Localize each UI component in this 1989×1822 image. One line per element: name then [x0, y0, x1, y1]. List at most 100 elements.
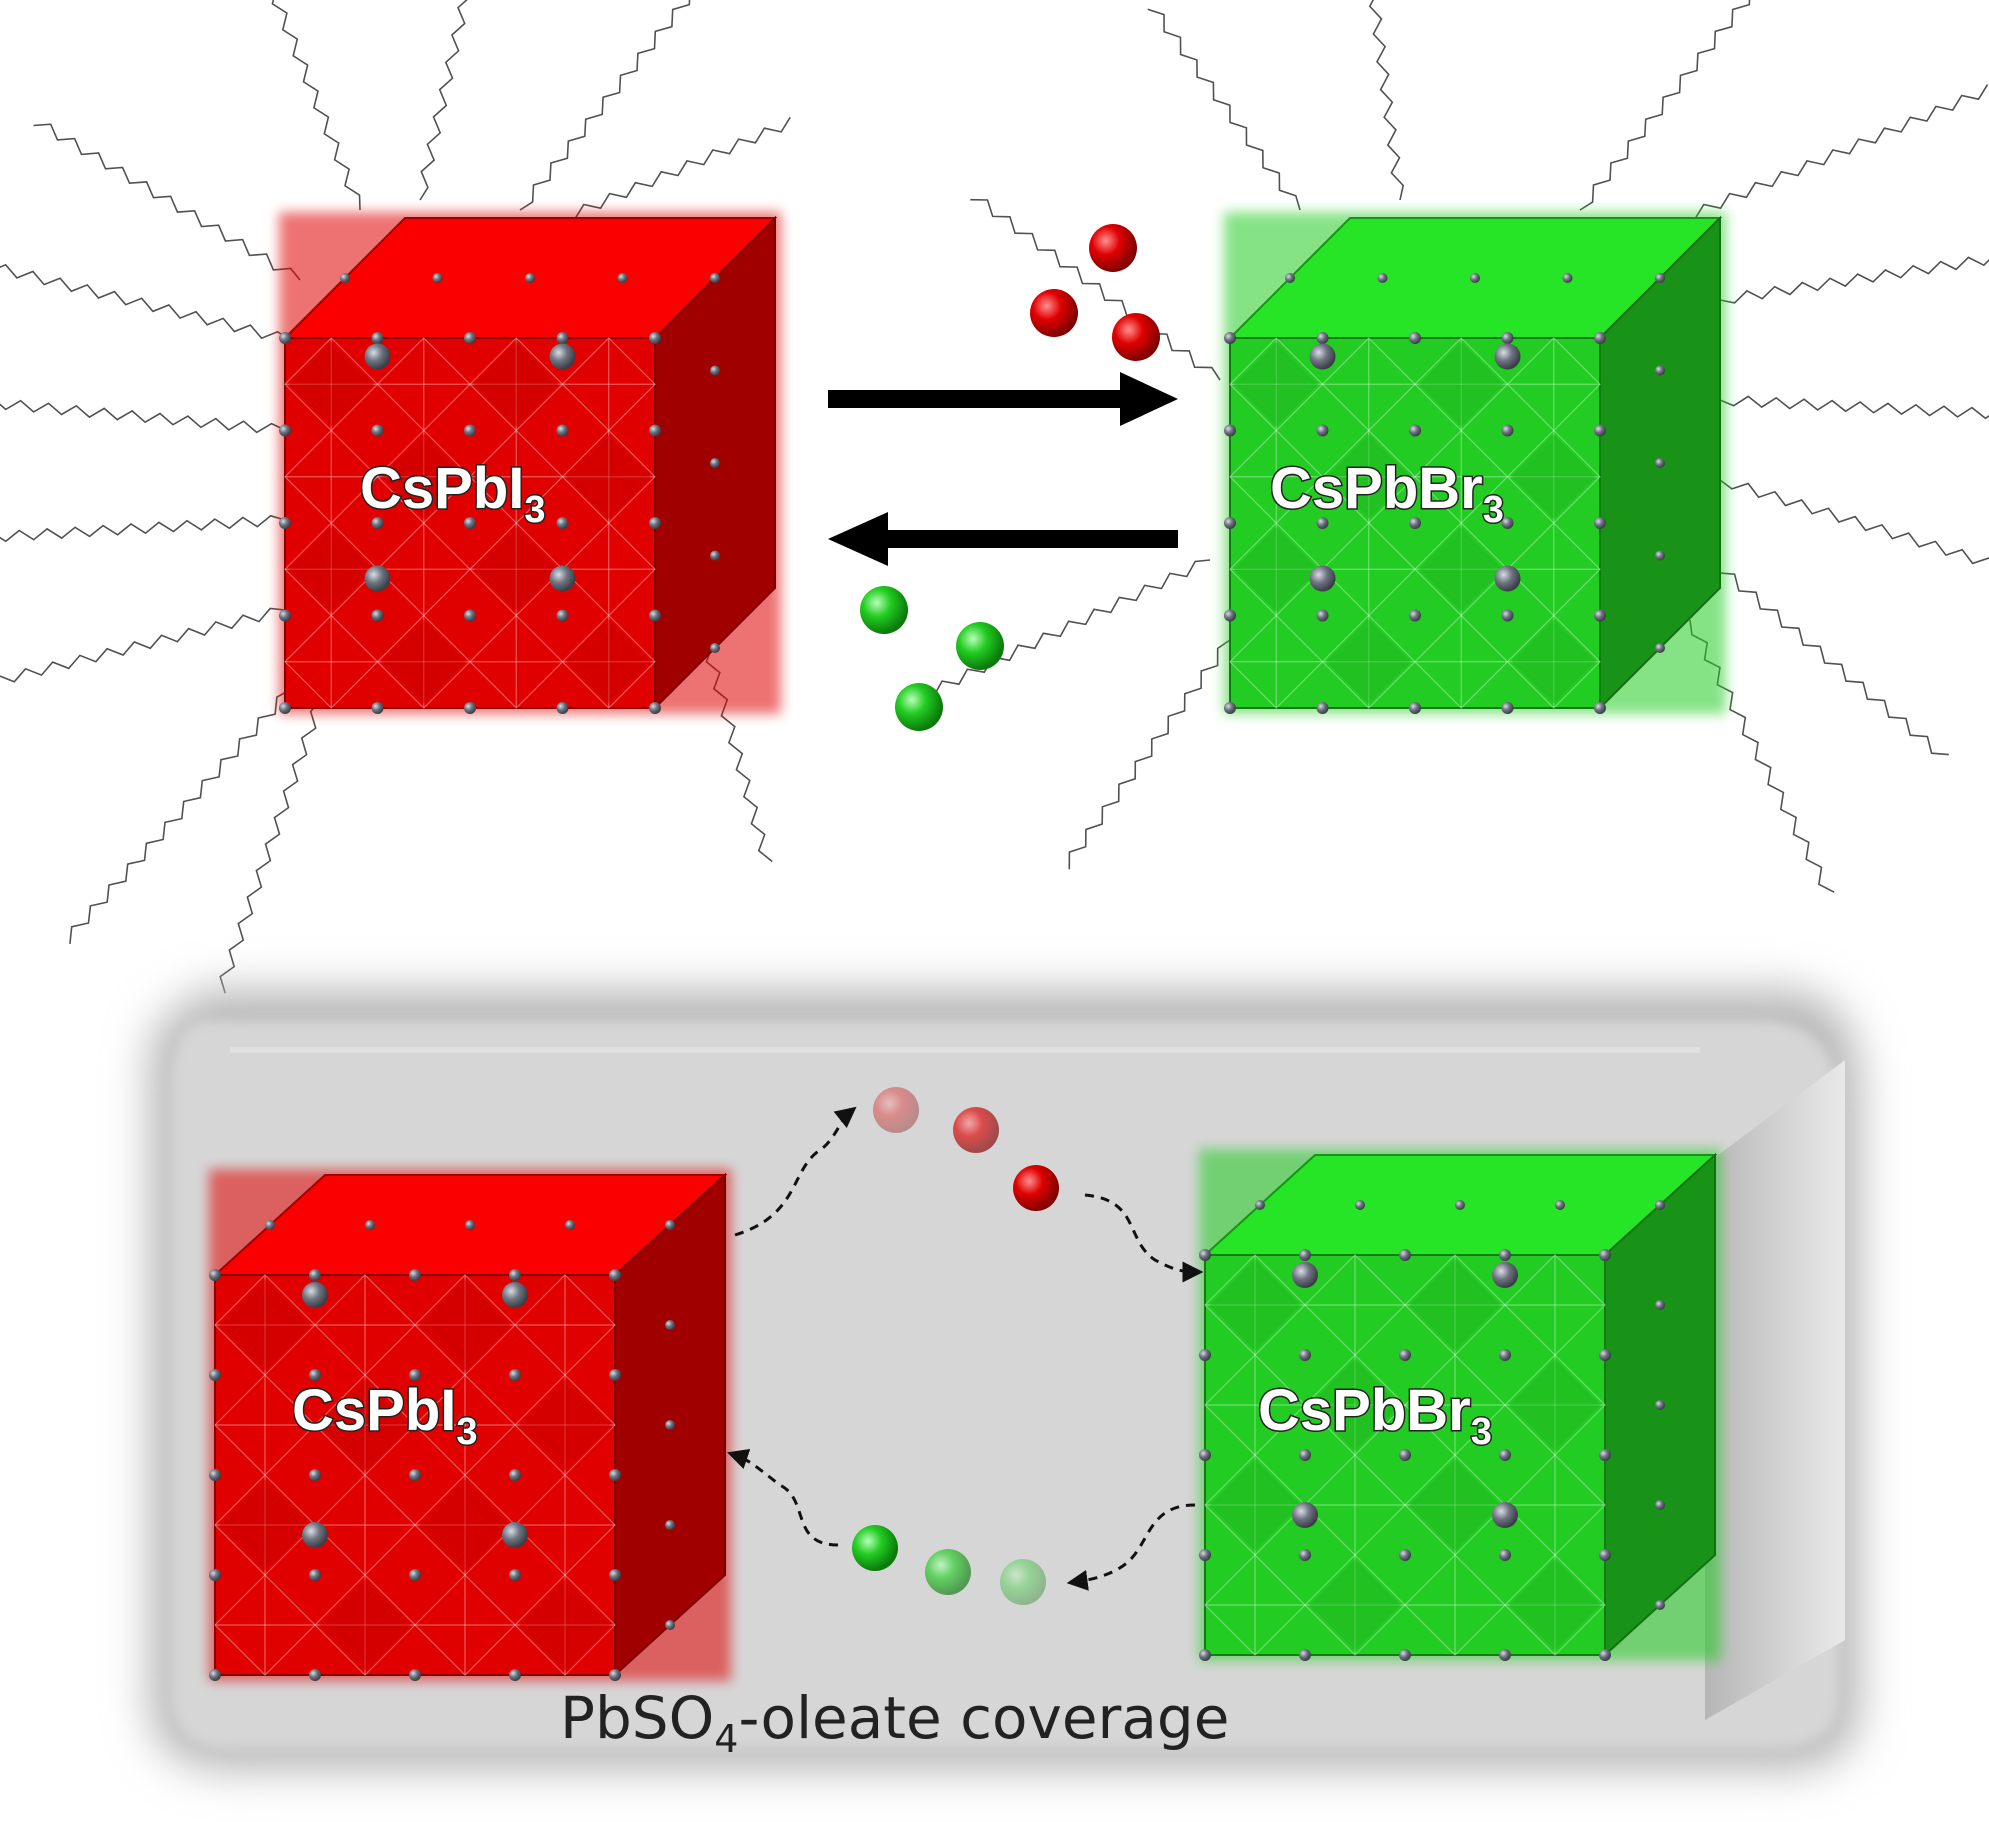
- octahedron: [1209, 1259, 1301, 1351]
- ligand-chain: [1719, 395, 1989, 420]
- octahedron: [1209, 1459, 1301, 1551]
- halide-atom: [1224, 332, 1236, 344]
- halide-atom: [509, 1369, 521, 1381]
- ligand-chain: [0, 263, 291, 341]
- halide-atom: [1599, 1549, 1611, 1561]
- lattice-lines: [1229, 337, 1601, 709]
- bromide-ions-top: [860, 586, 1004, 731]
- cspbbr3-cube-top: [1224, 212, 1726, 714]
- halide-atom: [1199, 1249, 1211, 1261]
- halide-atom: [371, 702, 384, 714]
- halide-atom: [1594, 702, 1606, 714]
- octahedron: [519, 1379, 611, 1471]
- halide-atom: [1316, 702, 1329, 714]
- halide-atom: [556, 702, 569, 714]
- lattice-atoms: [1224, 273, 1665, 714]
- halide-atom: [556, 424, 569, 437]
- ligand-chain: [970, 198, 1221, 381]
- halide-atom: [609, 1669, 621, 1681]
- halide-atom: [1599, 1649, 1611, 1661]
- octahedron: [1419, 342, 1504, 427]
- halide-atom: [365, 1220, 375, 1230]
- halide-atom: [1562, 273, 1573, 283]
- lattice-lines: [214, 1274, 616, 1676]
- cesium-atom: [1292, 1262, 1318, 1288]
- halide-atom: [1499, 1249, 1511, 1261]
- octahedron: [1309, 1359, 1401, 1451]
- ligand-chain: [0, 514, 286, 543]
- dashed-pathway-arrows: [727, 1106, 1204, 1591]
- halide-atom: [1199, 1349, 1211, 1361]
- oleate-ligands-right: [907, 0, 1989, 893]
- octahedron: [1419, 527, 1504, 612]
- cspbbr3-cube-bottom: [1199, 1149, 1721, 1661]
- octahedron: [1326, 619, 1411, 704]
- halide-atom: [1224, 517, 1236, 529]
- ligand-chain: [69, 689, 291, 944]
- halide-atom: [1316, 424, 1329, 437]
- iodide-ions-bottom: [873, 1087, 1059, 1211]
- halide-atom: [1316, 609, 1329, 622]
- ligand-chain: [559, 116, 791, 221]
- halide-atom: [1199, 1449, 1211, 1461]
- octahedron: [1509, 1559, 1601, 1651]
- cesium-atom: [502, 1522, 528, 1548]
- halide-atom: [649, 332, 661, 344]
- halide-atom: [1499, 1649, 1511, 1661]
- cspbbr3-label-top: CsPbBr3: [1270, 456, 1504, 531]
- halide-atom: [525, 273, 535, 283]
- cesium-atom: [364, 565, 391, 592]
- halide-atom: [371, 517, 384, 529]
- halide-atom: [1299, 1249, 1311, 1261]
- octahedron: [474, 527, 559, 612]
- cesium-atom: [1309, 565, 1336, 592]
- halide-atom: [465, 1220, 475, 1230]
- octahedron: [289, 527, 374, 612]
- ligand-chain: [219, 699, 321, 994]
- halide-atom: [309, 1369, 321, 1381]
- octahedron: [319, 1579, 411, 1671]
- cesium-atom: [364, 343, 391, 370]
- octahedron: [1234, 342, 1319, 427]
- halide-atom: [1599, 1249, 1611, 1261]
- halide-atom: [710, 643, 720, 653]
- ligand-chain: [33, 123, 301, 281]
- cesium-atom: [1492, 1502, 1518, 1528]
- octahedron: [1509, 1359, 1601, 1451]
- halide-atom: [1599, 1349, 1611, 1361]
- cspbi3-label-bottom: CsPbI3: [292, 1378, 478, 1453]
- halide-atom: [409, 1669, 421, 1681]
- halide-atom: [1409, 517, 1421, 529]
- halide-atom: [1285, 273, 1295, 283]
- halide-atom: [509, 1269, 521, 1281]
- octahedron: [381, 434, 466, 519]
- halide-atom: [1655, 1600, 1665, 1610]
- halide-atom: [1409, 609, 1421, 622]
- halide-atom: [1499, 1549, 1511, 1561]
- halide-atom: [1224, 609, 1236, 622]
- halide-atom: [432, 273, 443, 283]
- halide-atom: [409, 1569, 421, 1581]
- halide-atom: [464, 424, 476, 437]
- halide-atom: [265, 1220, 275, 1230]
- octahedron: [1234, 527, 1319, 612]
- octahedron: [1511, 434, 1596, 519]
- ligand-chain: [271, 0, 361, 211]
- halide-atom: [409, 1269, 421, 1281]
- halide-atom: [371, 332, 384, 344]
- ligand-chain: [1709, 559, 1949, 756]
- cspbi3-label-top: CsPbI3: [360, 456, 546, 531]
- halide-atom: [1594, 609, 1606, 622]
- cesium-atom: [549, 343, 576, 370]
- halide-atom: [509, 1669, 521, 1681]
- halide-atom: [464, 517, 476, 529]
- halide-atom: [1224, 702, 1236, 714]
- halide-atom: [710, 458, 720, 468]
- halide-atom: [710, 550, 720, 561]
- octahedron: [1326, 434, 1411, 519]
- octahedron: [419, 1279, 511, 1371]
- octahedron: [1309, 1559, 1401, 1651]
- halide-atom: [1501, 517, 1514, 529]
- ligand-chain: [0, 607, 286, 683]
- halide-atom: [665, 1520, 675, 1530]
